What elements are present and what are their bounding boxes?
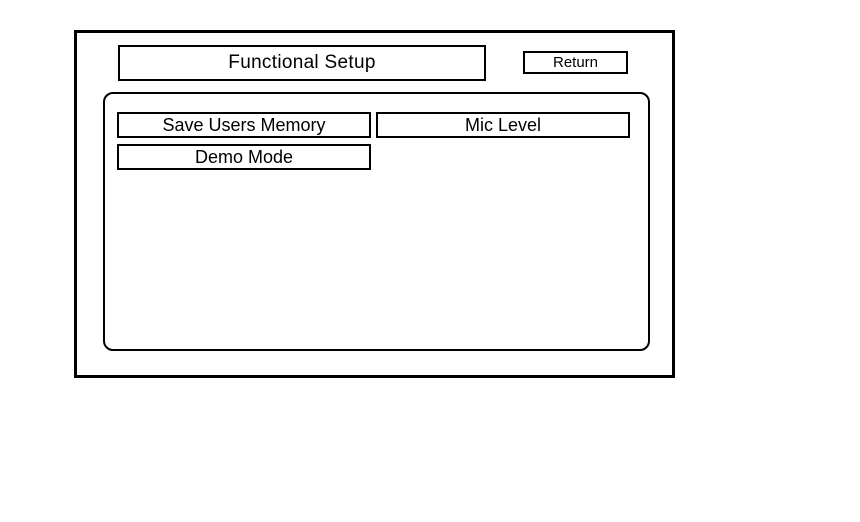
page-title: Functional Setup — [118, 45, 486, 81]
setup-options-panel: Save Users Memory Mic Level Demo Mode — [103, 92, 650, 351]
return-button[interactable]: Return — [523, 51, 628, 74]
mic-level-button[interactable]: Mic Level — [376, 112, 630, 138]
functional-setup-screen: Functional Setup Return Save Users Memor… — [74, 30, 675, 378]
save-users-memory-button[interactable]: Save Users Memory — [117, 112, 371, 138]
demo-mode-button[interactable]: Demo Mode — [117, 144, 371, 170]
